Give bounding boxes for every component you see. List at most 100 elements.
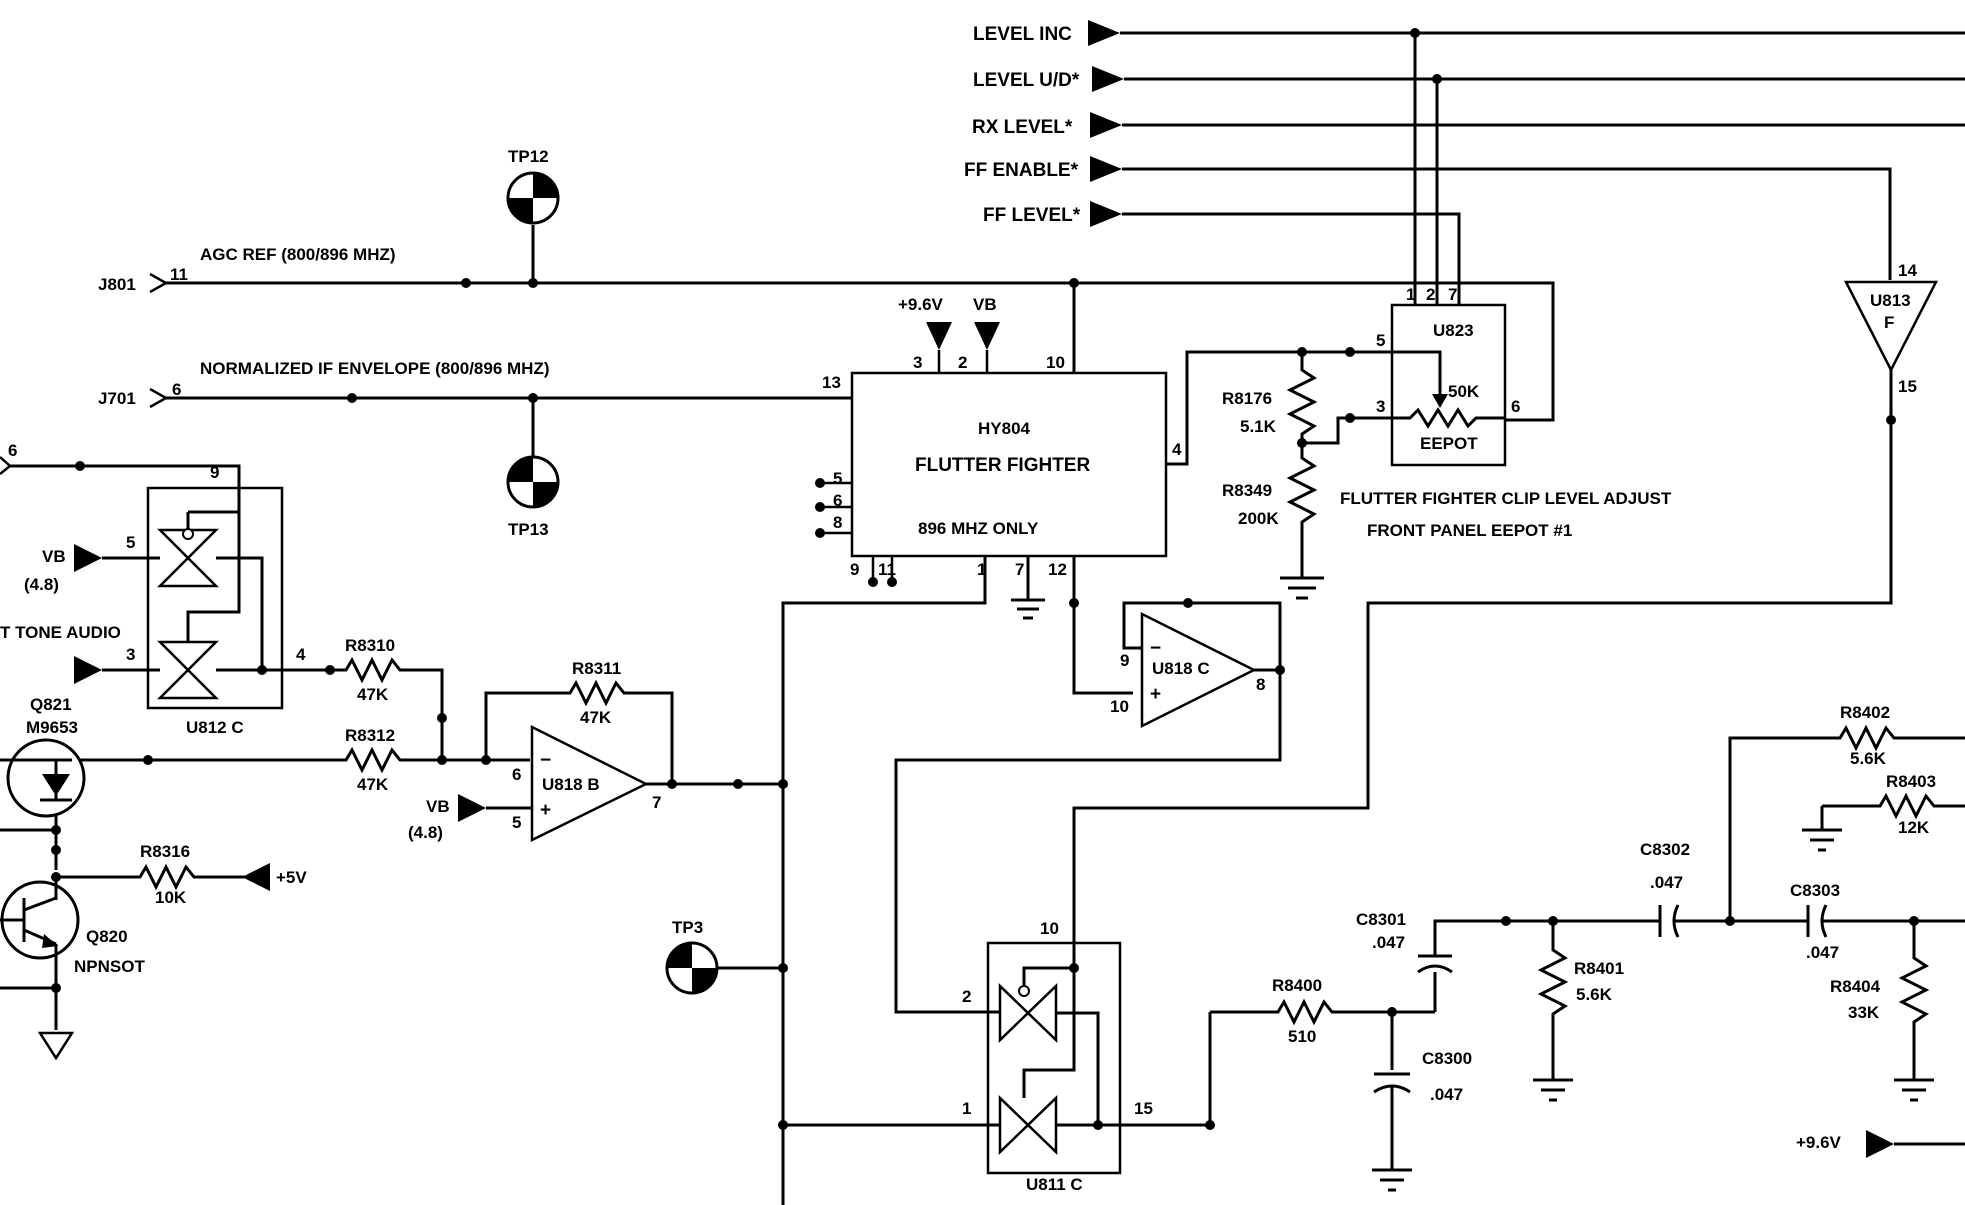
q821-type: M9653 [26,718,78,737]
vb48-label: (4.8) [408,823,443,842]
r8402-label: R8402 [1840,703,1890,722]
u813-buffer: 14 U813 F 15 [1072,261,1939,1004]
pin-label: 2 [958,353,967,372]
u823-eepot: 1 2 7 U823 5 3 6 50K EEPOT [1376,285,1520,467]
vb-label: VB [426,797,450,816]
q821-label: Q821 [30,695,72,714]
u818b-stage: R8310 47K R8312 47K R8311 47K − + U818 B… [80,636,788,843]
pin-label: 2 [962,987,971,1006]
r8310-value: 47K [357,685,389,704]
signal-level-ud-label: LEVEL U/D* [973,70,1080,91]
output-filter: R8400 510 C8300 .047 C8301 .047 R8401 5.… [1210,703,1965,1192]
vb48-label: (4.8) [24,575,59,594]
r8349-value: 200K [1238,509,1279,528]
pin-label: 7 [652,793,661,812]
r8400-label: R8400 [1272,976,1322,995]
opamp-minus: − [1150,638,1161,659]
pin-label: 8 [1256,675,1265,694]
supply-flag-icon [242,863,270,891]
r8403-label: R8403 [1886,772,1936,791]
hy804-ref: HY804 [978,419,1031,438]
supply-flag-icon [458,794,486,822]
pin-label: 4 [296,645,306,664]
q820-label: Q820 [86,927,128,946]
pin-label: 9 [850,560,859,579]
r8349-label: R8349 [1222,481,1272,500]
r8401-value: 5.6K [1576,985,1613,1004]
pin-label: 1 [977,560,986,579]
pin-label: 1 [1406,285,1415,304]
signal-flag-icon [1090,156,1122,182]
r8403-value: 12K [1898,818,1930,837]
c8303-label: C8303 [1790,881,1840,900]
pin-label: 6 [1511,397,1520,416]
u823-value: 50K [1448,382,1480,401]
supply-flag-icon [74,656,102,684]
signal-ff-level-label: FF LEVEL* [983,205,1081,226]
signal-flag-icon [1092,66,1124,92]
pin-label: 6 [8,441,17,460]
q820-type: NPNSOT [74,957,145,976]
pin-label: 11 [878,560,896,579]
vb-label: VB [42,547,66,566]
pin-label: 2 [1426,285,1435,304]
pin-label: 10 [1040,919,1059,938]
signal-flag-icon [1090,201,1122,227]
u823-type: EEPOT [1420,434,1478,453]
pin-label: 5 [833,469,842,488]
c8303-value: .047 [1806,943,1839,962]
supply-flag-icon [926,322,952,350]
supply-vb-label: VB [973,295,997,314]
pin-label: 4 [1172,440,1182,459]
c8302-label: C8302 [1640,840,1690,859]
r8312-value: 47K [357,775,389,794]
pin-label: 3 [913,353,922,372]
pin-label: 15 [1134,1099,1153,1118]
r8176-label: R8176 [1222,389,1272,408]
u811-ref: U811 C [1026,1175,1083,1194]
r8312-label: R8312 [345,726,395,745]
r8311-label: R8311 [572,659,621,678]
supply-flag-icon [1866,1130,1894,1158]
signal-flag-icon [1090,112,1122,138]
hy804-flutter-fighter: HY804 FLUTTER FIGHTER 896 MHZ ONLY 13 3 … [781,295,1302,1205]
pin-label: 3 [1376,397,1385,416]
pin-label: 5 [1376,331,1385,350]
tp13-label: TP13 [508,520,549,539]
norm-if-label: NORMALIZED IF ENVELOPE (800/896 MHZ) [200,359,550,378]
pin-label: 8 [833,513,842,532]
pin-label: 13 [822,373,841,392]
transistor-q820: R8316 10K +5V Q820 NPNSOT [0,842,307,1061]
testpoint-tp12: TP12 [506,147,560,225]
connector-j701-label: J701 [98,389,136,408]
c8300-label: C8300 [1422,1049,1472,1068]
opamp-minus: − [540,750,551,771]
caption-line2: FRONT PANEL EEPOT #1 [1367,521,1572,540]
u818c-stage: − + U818 C 9 10 8 [894,598,1285,1014]
r8400-value: 510 [1288,1027,1316,1046]
tp3-label: TP3 [672,918,703,937]
testpoint-tp13: TP13 [506,455,560,539]
pin-label: 10 [1046,353,1065,372]
u813-unit: F [1884,313,1894,332]
c8301-label: C8301 [1356,910,1406,929]
norm-if-net: J701 6 NORMALIZED IF ENVELOPE (800/896 M… [98,359,852,458]
pin-label: 7 [1448,285,1457,304]
signal-rx-level-label: RX LEVEL* [972,117,1073,138]
u813-ref: U813 [1870,291,1911,310]
connector-arrow-icon [149,387,169,409]
pin-label: 7 [1015,560,1024,579]
signal-level-inc-label: LEVEL INC [973,24,1072,45]
supply-96v-label: +9.6V [898,295,944,314]
u812-ref: U812 C [186,718,244,737]
r8316-label: R8316 [140,842,190,861]
clip-level-divider: R8176 5.1K R8349 200K [1222,347,1392,600]
supply-flag-icon [974,322,1000,350]
connector-j801-pin: 11 [170,265,188,284]
r8402-value: 5.6K [1850,749,1887,768]
connector-j801-label: J801 [98,275,136,294]
r8404-label: R8404 [1830,977,1881,996]
hy804-note: 896 MHZ ONLY [918,519,1039,538]
u818b-ref: U818 B [542,775,600,794]
